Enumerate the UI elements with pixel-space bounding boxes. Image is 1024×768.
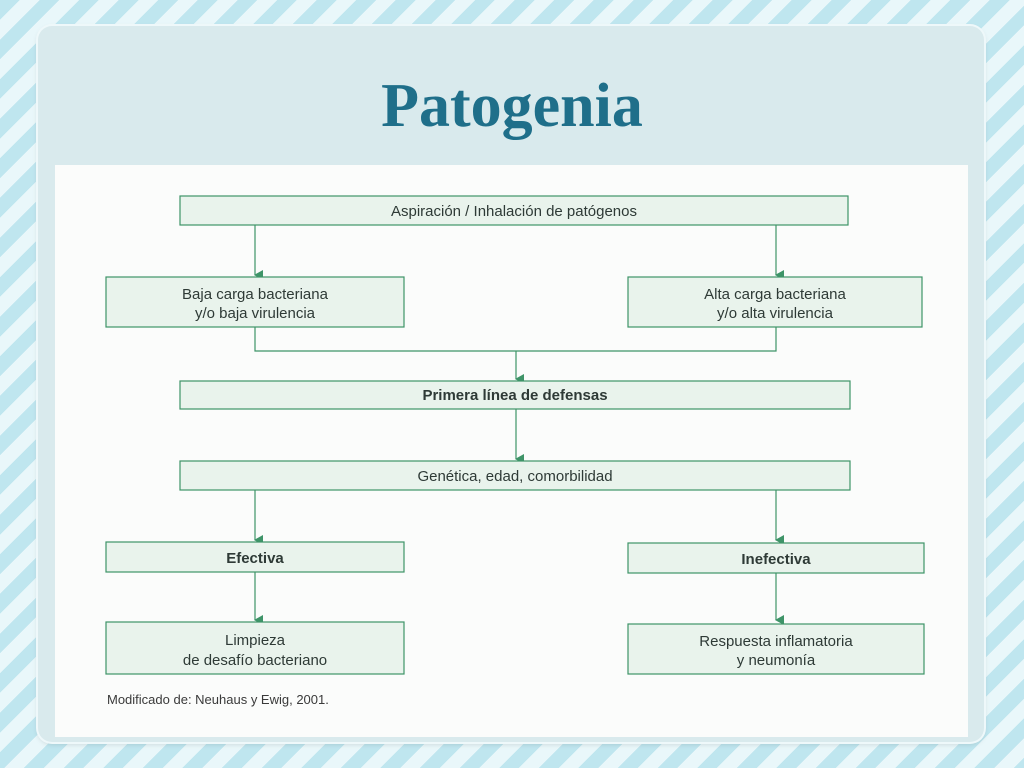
- node-clearance-box: [105, 621, 405, 675]
- node-first-defense: Primera línea de defensas: [179, 380, 851, 410]
- node-first-defense-box: [179, 380, 851, 410]
- node-aspiration-box: [179, 195, 849, 226]
- node-aspiration: Aspiración / Inhalación de patógenos: [179, 195, 849, 226]
- node-factors-box: [179, 460, 851, 491]
- flowchart-figure: Aspiración / Inhalación de patógenos Baj…: [55, 165, 968, 737]
- node-ineffective: Inefectiva: [627, 542, 925, 574]
- node-response-line1: Respuesta inflamatoria: [699, 633, 853, 650]
- node-low-load-line1: Baja carga bacteriana: [182, 286, 329, 303]
- node-response: Respuesta inflamatoria y neumonía: [627, 623, 925, 675]
- node-clearance: Limpieza de desafío bacteriano: [105, 621, 405, 675]
- node-effective-label: Efectiva: [226, 550, 284, 567]
- node-high-load-line2: y/o alta virulencia: [717, 305, 834, 322]
- node-factors-label: Genética, edad, comorbilidad: [417, 468, 612, 485]
- slide-title: Patogenia: [381, 72, 643, 140]
- node-effective-box: [105, 541, 405, 573]
- connectors: [254, 225, 784, 625]
- node-high-load: Alta carga bacteriana y/o alta virulenci…: [627, 276, 923, 328]
- node-aspiration-label: Aspiración / Inhalación de patógenos: [391, 203, 637, 220]
- flowchart-svg: Aspiración / Inhalación de patógenos Baj…: [105, 195, 925, 707]
- node-low-load-line2: y/o baja virulencia: [195, 305, 316, 322]
- node-response-line2: y neumonía: [737, 652, 816, 669]
- node-low-load-box: [105, 276, 405, 328]
- node-first-defense-label: Primera línea de defensas: [422, 387, 607, 404]
- node-clearance-line1: Limpieza: [225, 632, 286, 649]
- node-high-load-box: [627, 276, 923, 328]
- node-clearance-line2: de desafío bacteriano: [183, 652, 327, 669]
- node-effective: Efectiva: [105, 541, 405, 573]
- node-low-load: Baja carga bacteriana y/o baja virulenci…: [105, 276, 405, 328]
- node-response-box: [627, 623, 925, 675]
- merge-line: [254, 327, 777, 352]
- node-high-load-line1: Alta carga bacteriana: [704, 286, 846, 303]
- figure-caption: Modificado de: Neuhaus y Ewig, 2001.: [107, 692, 329, 707]
- node-factors: Genética, edad, comorbilidad: [179, 460, 851, 491]
- node-ineffective-label: Inefectiva: [741, 551, 811, 568]
- node-ineffective-box: [627, 542, 925, 574]
